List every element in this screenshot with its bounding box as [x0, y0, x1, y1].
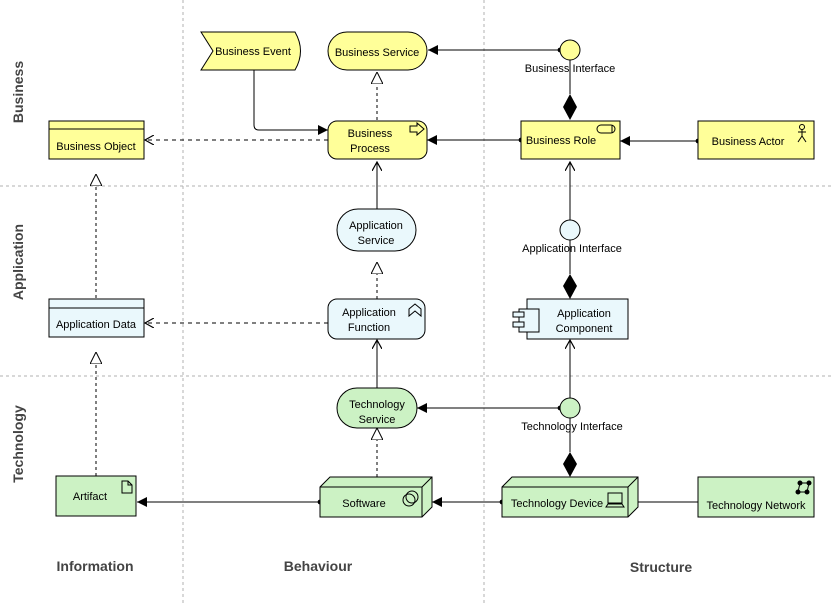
process-arrow-icon [409, 121, 425, 137]
technology-network[interactable]: Technology Network [697, 476, 815, 518]
business-object-label: Business Object [56, 141, 135, 153]
business-service[interactable]: Business Service [327, 31, 428, 71]
technology-service-label-1: Technology [349, 399, 405, 411]
artifact-page-icon [121, 480, 133, 494]
business-interface-label: Business Interface [525, 63, 616, 75]
device-monitor-icon [605, 492, 625, 508]
business-role[interactable]: Business Role [520, 120, 621, 160]
application-service-label-1: Application [349, 220, 403, 232]
business-event-label: Business Event [215, 46, 291, 58]
business-role-label: Business Role [526, 135, 596, 147]
layer-label-business: Business [10, 61, 26, 123]
aspect-label-structure: Structure [630, 559, 692, 575]
artifact[interactable]: Artifact [55, 475, 137, 517]
function-chevron-icon [408, 303, 422, 318]
business-object[interactable]: Business Object [48, 120, 145, 160]
technology-interface-label: Technology Interface [521, 421, 623, 433]
application-function-label-1: Application [342, 307, 396, 319]
role-cylinder-icon [596, 124, 616, 134]
technology-service[interactable]: Technology Service [336, 387, 418, 429]
layer-label-technology: Technology [10, 405, 26, 483]
business-event[interactable]: Business Event [200, 31, 301, 71]
business-process[interactable]: Business Process [327, 120, 428, 160]
aspect-label-information: Information [57, 558, 134, 574]
application-component[interactable]: Application Component [512, 298, 629, 340]
application-data-label: Application Data [56, 319, 137, 331]
business-actor-label: Business Actor [712, 136, 785, 148]
application-component-label-1: Application [557, 308, 611, 320]
technology-interface[interactable]: Technology Interface [521, 397, 623, 433]
application-data[interactable]: Application Data [48, 298, 145, 338]
composition-diamonds [563, 94, 577, 477]
business-service-label: Business Service [335, 47, 419, 59]
application-interface[interactable]: Application Interface [522, 219, 622, 255]
diamond-business [563, 94, 577, 120]
technology-device[interactable]: Technology Device [501, 476, 639, 518]
actor-stick-figure-icon [797, 124, 807, 143]
aspect-label-behaviour: Behaviour [284, 558, 353, 574]
application-service[interactable]: Application Service [336, 208, 417, 252]
application-function-label-2: Function [348, 322, 390, 334]
technology-network-label: Technology Network [706, 500, 806, 512]
layer-label-application: Application [10, 224, 26, 300]
network-icon [795, 480, 812, 495]
software-label: Software [342, 498, 385, 510]
event-triggers-process [253, 70, 328, 135]
application-function[interactable]: Application Function [327, 298, 426, 340]
system-software-icon [402, 490, 419, 507]
technology-service-label-2: Service [359, 414, 396, 426]
business-actor[interactable]: Business Actor [697, 120, 815, 160]
business-process-label-1: Business [348, 128, 393, 140]
application-component-label-2: Component [556, 323, 613, 335]
application-interface-label: Application Interface [522, 243, 622, 255]
business-interface[interactable]: Business Interface [525, 39, 616, 75]
business-process-label-2: Process [350, 143, 390, 155]
technology-device-label: Technology Device [511, 498, 603, 510]
diamond-application [563, 274, 577, 299]
connectors [96, 45, 701, 507]
artifact-label: Artifact [73, 491, 107, 503]
component-icon [512, 308, 540, 333]
application-service-label-2: Service [358, 235, 395, 247]
diamond-technology [563, 452, 577, 477]
software[interactable]: Software [319, 476, 433, 518]
